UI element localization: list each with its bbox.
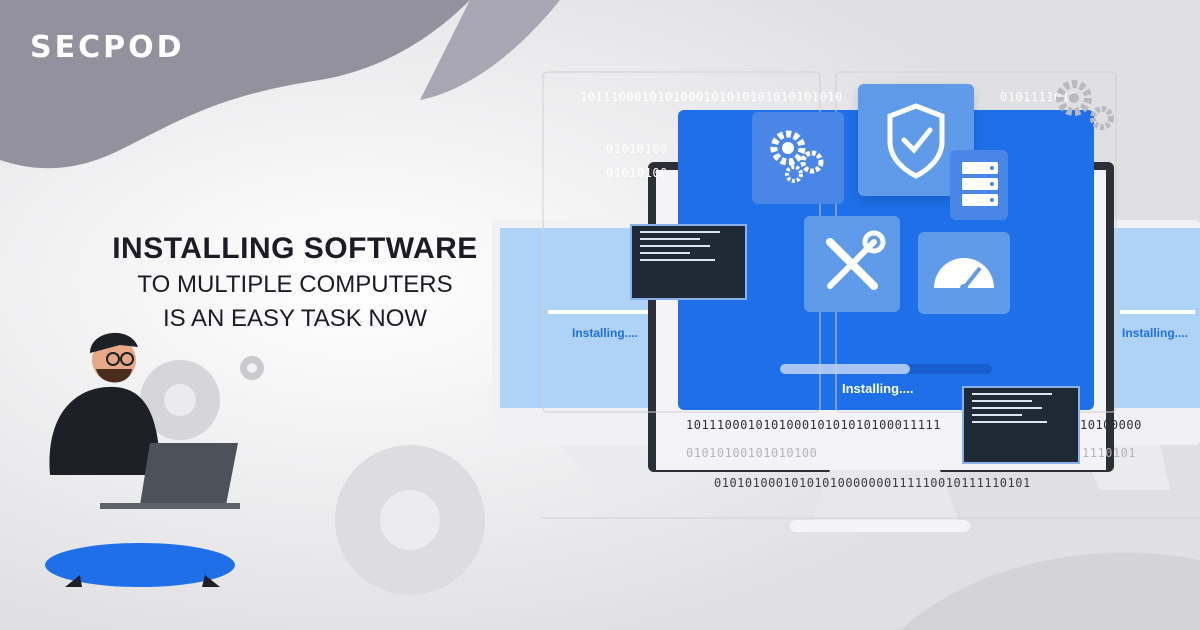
main-install-status: Installing.... bbox=[842, 381, 914, 396]
gears-tile bbox=[752, 112, 844, 204]
terminal-window-bottom bbox=[962, 386, 1080, 464]
shield-check-icon bbox=[887, 103, 945, 179]
binary-bottom: 0101010001010101000000011111001011111010… bbox=[714, 476, 1031, 490]
binary-lower: 101110001010100010101010100011111 bbox=[686, 418, 941, 432]
headline-line-2: TO MULTIPLE COMPUTERS bbox=[137, 271, 453, 298]
headline: INSTALLING SOFTWARE TO MULTIPLE COMPUTER… bbox=[90, 230, 500, 336]
server-icon bbox=[962, 162, 998, 206]
brand-logo[interactable]: SECPOD bbox=[30, 30, 185, 65]
left-install-status: Installing.... bbox=[572, 326, 639, 340]
binary-top: 1011100010101000101010101010101010 bbox=[580, 90, 843, 104]
bg-gear-large bbox=[140, 360, 220, 440]
gears-icon bbox=[770, 130, 824, 183]
bottom-right-blob bbox=[900, 552, 1200, 630]
person-hair bbox=[90, 332, 138, 353]
binary-mid-2: 01010100 bbox=[606, 166, 668, 180]
speedometer-icon bbox=[934, 258, 994, 292]
person-illustration bbox=[45, 332, 240, 587]
headline-line-1: INSTALLING SOFTWARE bbox=[112, 232, 478, 265]
binary-row-3: 01010100101010100 bbox=[686, 446, 818, 460]
person-legs bbox=[45, 543, 235, 587]
tools-tile bbox=[804, 216, 900, 312]
person-beard bbox=[96, 369, 132, 383]
bg-gear-mid bbox=[335, 445, 485, 595]
tools-icon bbox=[826, 230, 886, 290]
blob-accent bbox=[420, 0, 560, 100]
headline-line-3: IS AN EASY TASK NOW bbox=[162, 305, 428, 332]
top-left-blob bbox=[0, 0, 470, 169]
speed-tile bbox=[918, 232, 1010, 314]
right-install-status: Installing.... bbox=[1122, 326, 1189, 340]
terminal-window-top bbox=[630, 224, 747, 300]
person-torso bbox=[49, 386, 161, 475]
gear-icon bbox=[1056, 80, 1114, 130]
server-tile bbox=[950, 150, 1008, 220]
binary-lower-right: 10100000 bbox=[1080, 418, 1142, 432]
right-monitor bbox=[1080, 220, 1200, 490]
laptop-icon bbox=[140, 443, 238, 505]
binary-mid-1: 01010100 bbox=[606, 142, 668, 156]
binary-row-3-right: 1110101 bbox=[1082, 446, 1137, 460]
bg-gear-small bbox=[240, 356, 264, 380]
